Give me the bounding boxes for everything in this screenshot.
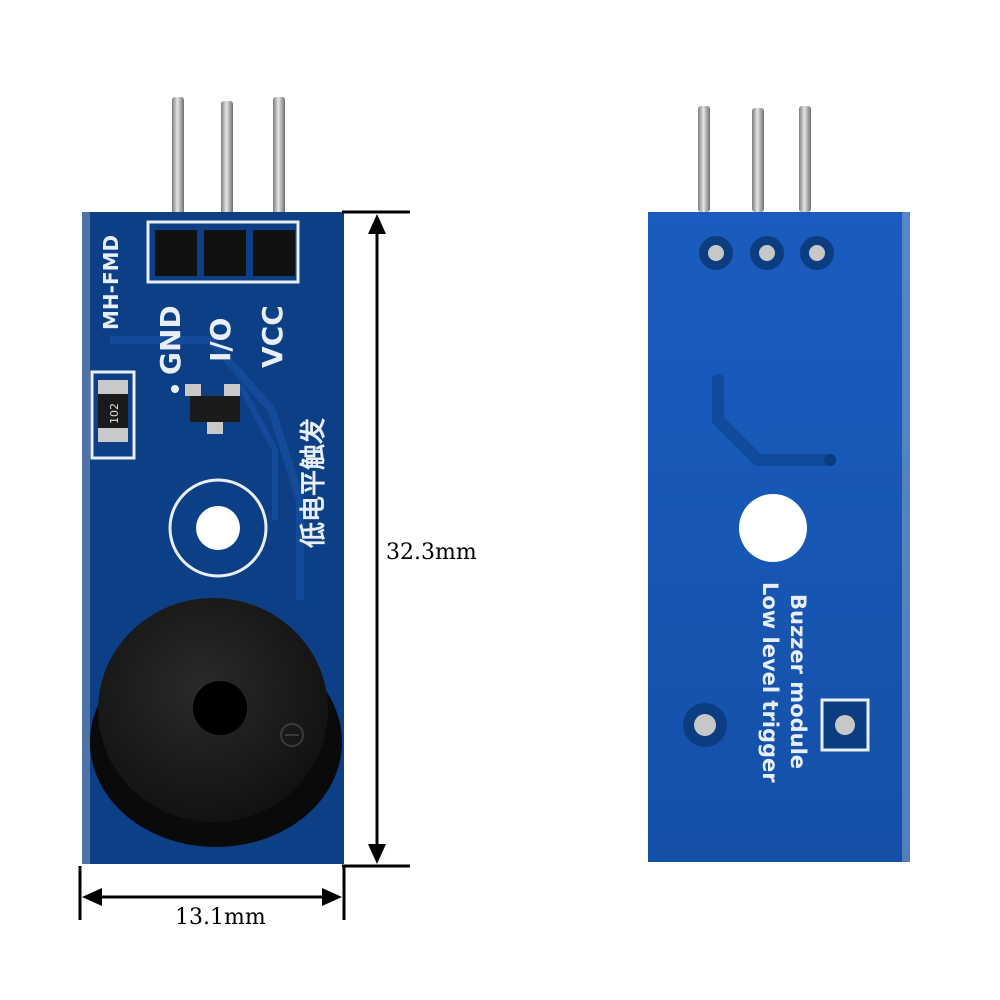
- front-module: MH-FMD GND I/O VCC 低电平触发 102: [82, 97, 344, 864]
- pin-label-gnd: GND: [154, 305, 187, 375]
- back-buzzer-pads: [683, 698, 870, 752]
- width-dimension: [78, 866, 346, 920]
- pin-label-io: I/O: [204, 318, 237, 362]
- buzzer: [90, 598, 342, 847]
- chinese-label: 低电平触发: [298, 418, 329, 549]
- height-dimension: [342, 210, 410, 868]
- width-label: 13.1mm: [175, 905, 266, 930]
- pin-label-vcc: VCC: [256, 305, 289, 368]
- transistor: [171, 384, 240, 434]
- height-label: 32.3mm: [386, 540, 477, 565]
- pin-header: [146, 220, 300, 284]
- back-solder-pads: [699, 236, 834, 270]
- back-label-line2: Low level trigger: [758, 582, 782, 783]
- back-label-line1: Buzzer module: [786, 594, 810, 769]
- back-header-pins: [698, 106, 811, 212]
- smd-resistor: 102: [90, 370, 136, 460]
- resistor-code: 102: [108, 403, 121, 424]
- back-module: Buzzer module Low level trigger: [648, 106, 910, 862]
- mounting-hole: [168, 478, 268, 578]
- back-mounting-hole: [739, 494, 807, 562]
- model-label: MH-FMD: [99, 235, 123, 330]
